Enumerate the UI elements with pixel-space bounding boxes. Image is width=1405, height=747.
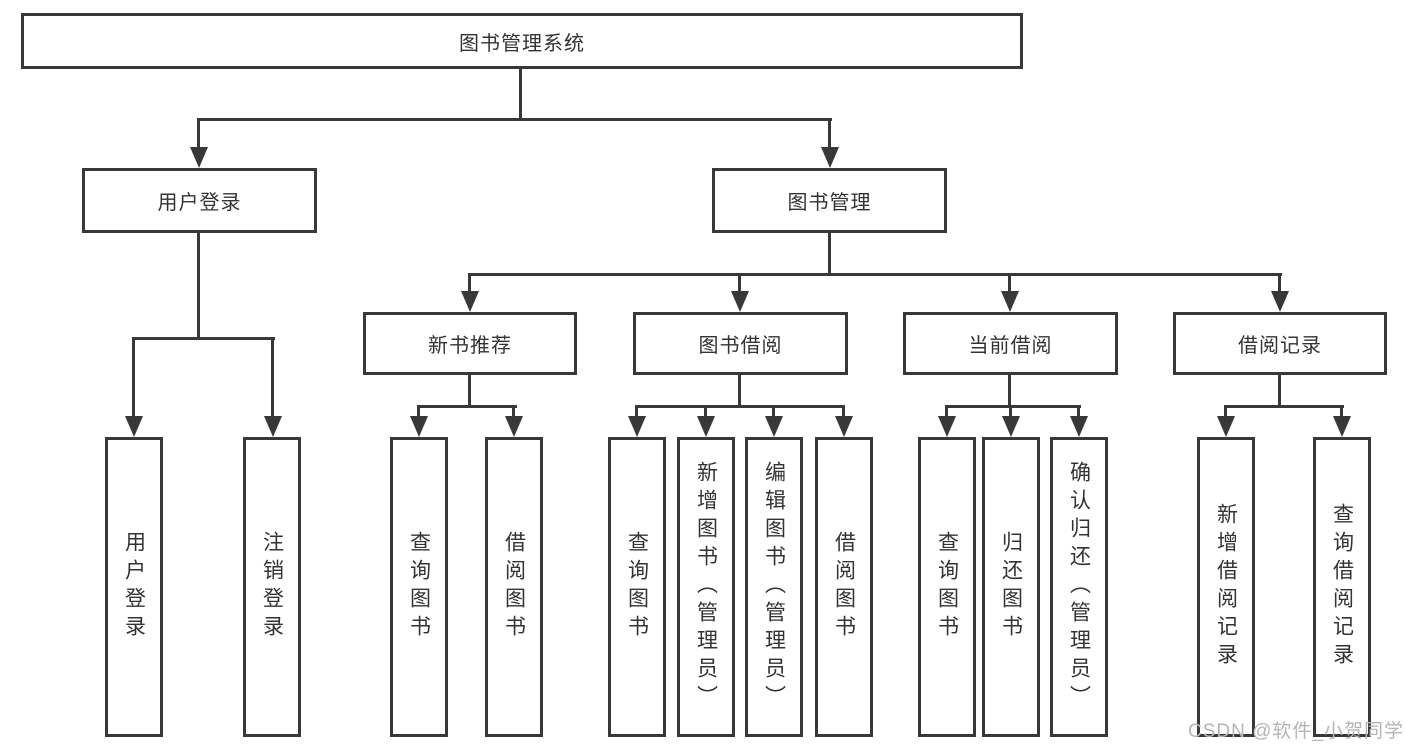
arrow-to-leaf [835,416,853,437]
connector-borrow-records-branch [1224,405,1344,408]
arrow-to-leaf [1002,416,1020,437]
connector-stub-book-borrow [738,273,741,295]
connector-user-login-down [197,233,200,340]
csdn-watermark: CSDN @软件_小贺同学 [1188,721,1404,742]
arrow-to-leaf [697,416,715,437]
connector-new-book-branch [417,405,517,408]
connector-stub [417,405,420,419]
connector-level1-branch [197,118,832,121]
arrow-to-leaf [410,416,428,437]
connector-stub-borrow-records [1278,273,1281,295]
connector-borrow-records-down [1278,375,1281,408]
connector-current-borrow-branch [945,405,1081,408]
arrow-to-leaf [938,416,956,437]
leaf-borrow-books-recommend: 借阅图书 [485,437,543,737]
leaf-add-books-admin: 新增图书（管理员） [677,437,735,737]
connector-stub-user-login [197,118,200,150]
arrow-to-new-book [461,291,479,312]
node-book-borrow: 图书借阅 [633,312,848,375]
connector-stub [1340,405,1343,419]
arrow-to-borrow-records [1271,291,1289,312]
arrow-to-book-management [821,147,839,168]
node-borrow-records: 借阅记录 [1173,312,1387,375]
connector-stub [772,405,775,419]
arrow-to-leaf-user-login [125,416,143,437]
connector-root-down [519,69,522,121]
node-new-book-recommend: 新书推荐 [363,312,577,375]
node-book-management: 图书管理 [712,168,947,233]
arrow-to-leaf [505,416,523,437]
connector-stub [512,405,515,419]
connector-stub-book-management [828,118,831,150]
node-library-management-system: 图书管理系统 [21,13,1023,69]
connector-stub [1077,405,1080,419]
connector-book-borrow-down [738,375,741,408]
leaf-query-books-recommend: 查询图书 [390,437,448,737]
node-current-borrow: 当前借阅 [903,312,1118,375]
arrow-to-current-borrow [1001,291,1019,312]
leaf-confirm-return-admin: 确认归还（管理员） [1050,437,1108,737]
leaf-return-books: 归还图书 [982,437,1040,737]
leaf-add-borrow-record: 新增借阅记录 [1197,437,1255,737]
arrow-to-leaf [1333,416,1351,437]
connector-stub [945,405,948,419]
arrow-to-leaf-logout [264,416,282,437]
connector-stub-new-book [468,273,471,295]
connector-new-book-down [468,375,471,408]
node-user-login: 用户登录 [82,168,317,233]
connector-stub [635,405,638,419]
connector-stub [842,405,845,419]
leaf-user-login: 用户登录 [105,437,163,737]
leaf-edit-books-admin: 编辑图书（管理员） [745,437,803,737]
connector-stub-current-borrow [1008,273,1011,295]
connector-user-login-branch [132,337,275,340]
leaf-query-borrow-record: 查询借阅记录 [1313,437,1371,737]
connector-stub [1224,405,1227,419]
connector-stub-leaf-user-login [132,337,135,419]
arrow-to-user-login [190,147,208,168]
connector-stub [704,405,707,419]
arrow-to-book-borrow [731,291,749,312]
connector-level2-branch [468,273,1282,276]
connector-current-borrow-down [1008,375,1011,408]
connector-book-borrow-branch [635,405,845,408]
arrow-to-leaf [765,416,783,437]
leaf-query-books-borrow: 查询图书 [608,437,666,737]
leaf-logout: 注销登录 [243,437,301,737]
arrow-to-leaf [1070,416,1088,437]
connector-stub-leaf-logout [271,337,274,419]
connector-stub [1009,405,1012,419]
arrow-to-leaf [1217,416,1235,437]
leaf-borrow-books: 借阅图书 [815,437,873,737]
leaf-query-books-current: 查询图书 [918,437,976,737]
connector-book-management-down [828,233,831,276]
arrow-to-leaf [628,416,646,437]
